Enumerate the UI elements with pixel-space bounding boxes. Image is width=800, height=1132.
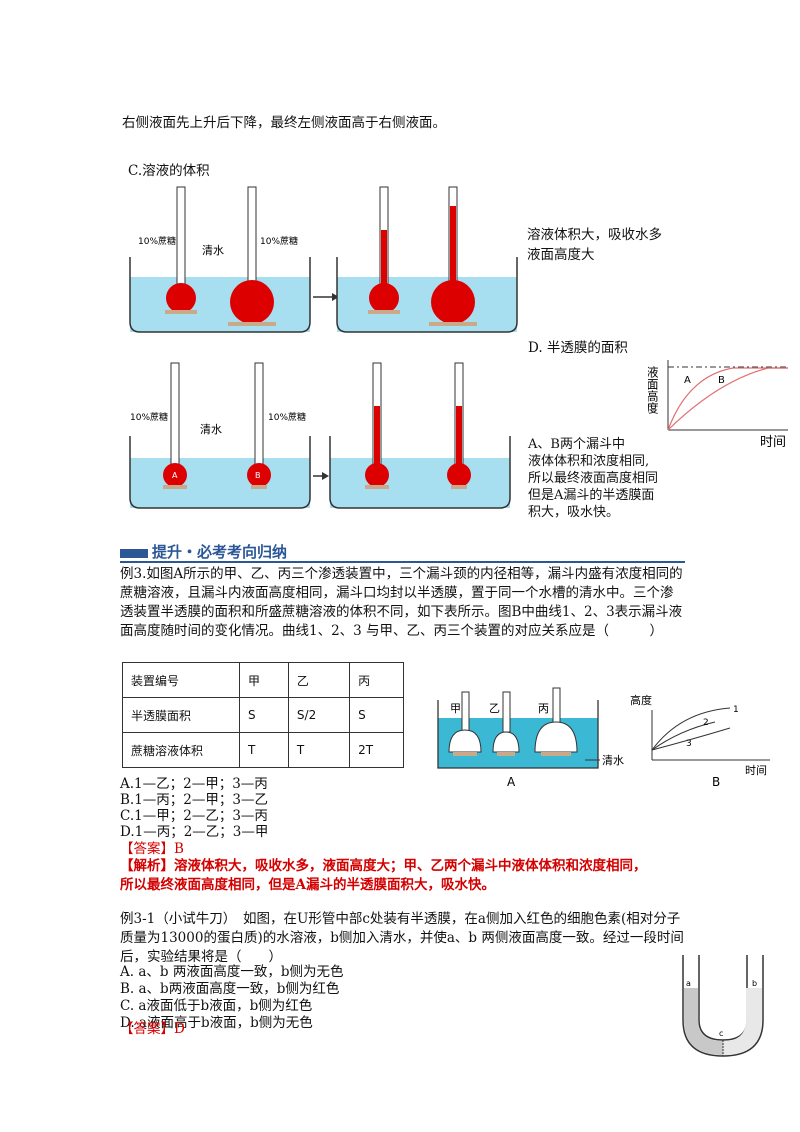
- osmosis-volume-figure: 10%蔗糖 10%蔗糖 清水: [129, 186, 518, 333]
- figure-a-apparatus: 甲 乙 丙 清水 A: [437, 687, 624, 789]
- graph-ylabel: 液面高度: [648, 365, 659, 414]
- example3-analysis: 【解析】溶液体积大，吸收水多，液面高度大；甲、乙两个漏斗中液体体积和浓度相同， …: [120, 857, 700, 895]
- caption-a: A: [507, 775, 516, 789]
- label-sucrose-2: 10%蔗糖: [260, 235, 298, 247]
- section-d-note: A、B两个漏斗中 液体体积和浓度相同, 所以最终液面高度相同 但是A漏斗的半透膜…: [528, 436, 658, 521]
- liquid-height-graph: 液面高度 A B 时间: [648, 360, 788, 450]
- analysis-line-2: 所以最终液面高度相同，但是A漏斗的半透膜面积大，吸水快。: [120, 877, 495, 893]
- table-cell: 乙: [287, 662, 351, 698]
- u-label-b: b: [752, 979, 757, 988]
- curve-2: [651, 721, 716, 751]
- table-cell: 丙: [349, 662, 404, 698]
- osmosis-area-figure: A B 10%蔗糖 10%蔗糖 清水: [129, 362, 511, 509]
- label-yi: 乙: [489, 702, 500, 715]
- curve-3: [651, 727, 731, 751]
- section-d-heading: D. 半透膜的面积: [528, 340, 628, 356]
- table-cell: T: [239, 732, 289, 768]
- graph-xlabel: 时间: [760, 435, 786, 450]
- example3-table: 装置编号 甲 乙 丙 半透膜面积 S S/2 S 蔗糖溶液体积 T T 2T: [122, 662, 404, 768]
- example31-answer: 【答案】D: [120, 1021, 185, 1037]
- example31-text: 例3-1（小试牛刀） 如图，在U形管中部c处装有半透膜，在a侧加入红色的细胞色素…: [120, 911, 684, 965]
- option-b: B. a、b两液面高度一致，b侧为红色: [120, 981, 340, 997]
- example3-answer: 【答案】B: [120, 841, 184, 857]
- option-b: B.1—丙；2—甲；3—乙: [120, 792, 268, 808]
- option-d: D. a液面高于b液面，b侧为无色: [120, 1015, 313, 1031]
- analysis-line-1: 【解析】溶液体积大，吸收水多，液面高度大；甲、乙两个漏斗中液体体积和浓度相同，: [120, 858, 647, 874]
- option-c: C.1—甲；2—乙；3—丙: [120, 808, 268, 824]
- curve-1-label: 1: [733, 705, 739, 715]
- option-a: A. a、b 两液面高度一致，b侧为无色: [120, 964, 344, 980]
- funnel-a-label: A: [172, 471, 178, 480]
- table-cell: S: [349, 697, 404, 733]
- table-row: 半透膜面积 S S/2 S: [122, 697, 404, 733]
- beaker-right-d: [329, 362, 511, 509]
- banner-bar-icon: [120, 549, 148, 558]
- section-c-note: 溶液体积大，吸收水多 液面高度大: [527, 225, 662, 265]
- note-d-3: 所以最终液面高度相同: [528, 471, 659, 486]
- note-c-2: 液面高度大: [527, 247, 595, 263]
- example31-options: A. a、b 两液面高度一致，b侧为无色 B. a、b两液面高度一致，b侧为红色…: [120, 964, 343, 1032]
- option-d: D.1—丙；2—乙；3—甲: [120, 824, 269, 840]
- table-cell: S: [239, 697, 289, 733]
- example3-options: A.1—乙；2—甲；3—丙 B.1—丙；2—甲；3—乙 C.1—甲；2—乙；3—…: [120, 776, 268, 840]
- label-sucrose-d1: 10%蔗糖: [130, 411, 168, 423]
- curve-b: [667, 367, 788, 431]
- table-cell: 2T: [349, 732, 404, 768]
- banner-rule: [120, 561, 685, 563]
- intro-line: 右侧液面先上升后下降，最终左侧液面高于右侧液面。: [122, 115, 446, 131]
- section-c-heading: C.溶液的体积: [128, 163, 210, 179]
- caption-b: B: [712, 775, 720, 789]
- figure-b-graph: 高度 1 2 3 时间 B: [630, 693, 770, 789]
- beaker-left-d: A B 10%蔗糖 10%蔗糖 清水: [129, 362, 311, 509]
- curve-b-label: B: [718, 375, 725, 386]
- curve-1: [651, 707, 731, 751]
- label-water-a: 清水: [602, 754, 624, 767]
- table-row: 蔗糖溶液体积 T T 2T: [122, 732, 404, 768]
- example3-text: 例3.如图A所示的甲、乙、丙三个渗透装置中，三个漏斗颈的内径相等，漏斗内盛有浓度…: [120, 566, 683, 639]
- curve-2-label: 2: [703, 718, 709, 728]
- u-tube-figure: a b c: [682, 955, 764, 1057]
- table-cell: 装置编号: [122, 662, 240, 698]
- table-cell: 半透膜面积: [122, 697, 240, 733]
- curve-a-label: A: [684, 375, 691, 386]
- u-label-c: c: [719, 1029, 723, 1038]
- u-label-a: a: [686, 979, 691, 988]
- option-c: C. a液面低于b液面，b侧为红色: [120, 998, 313, 1014]
- label-bing: 丙: [538, 702, 549, 715]
- table-cell: 蔗糖溶液体积: [122, 732, 240, 768]
- label-water: 清水: [202, 244, 224, 257]
- note-d-5: 积大，吸水快。: [528, 505, 620, 520]
- table-row: 装置编号 甲 乙 丙: [122, 662, 404, 698]
- option-a: A.1—乙；2—甲；3—丙: [120, 776, 268, 792]
- banner-title: 提升・必考考向归纳: [152, 543, 288, 561]
- funnel-b-label: B: [255, 471, 261, 480]
- label-water-d: 清水: [200, 423, 222, 436]
- label-sucrose-1: 10%蔗糖: [138, 235, 176, 247]
- note-d-2: 液体体积和浓度相同,: [528, 454, 650, 469]
- fig-b-xlabel: 时间: [745, 764, 767, 777]
- beaker-left: 10%蔗糖 10%蔗糖 清水: [129, 186, 311, 333]
- label-sucrose-d2: 10%蔗糖: [268, 411, 306, 423]
- note-d-1: A、B两个漏斗中: [528, 437, 625, 452]
- table-cell: T: [287, 732, 351, 768]
- table-cell: 甲: [239, 662, 289, 698]
- note-d-4: 但是A漏斗的半透膜面: [528, 488, 655, 503]
- section-banner: 提升・必考考向归纳: [120, 541, 685, 563]
- table-cell: S/2: [287, 697, 351, 733]
- curve-a: [667, 367, 788, 431]
- label-jia: 甲: [450, 702, 461, 715]
- beaker-right: [336, 186, 518, 333]
- fig-b-ylabel-1: 高度: [630, 693, 652, 707]
- curve-3-label: 3: [686, 739, 692, 749]
- note-c-1: 溶液体积大，吸收水多: [527, 227, 662, 243]
